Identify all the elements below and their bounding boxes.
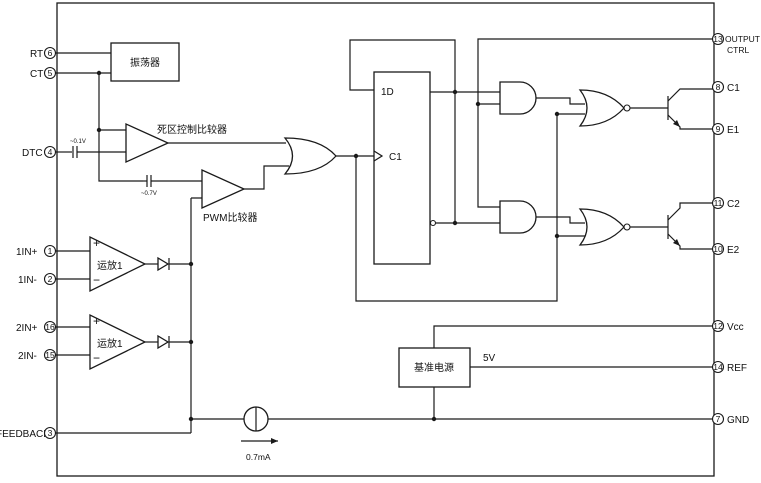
svg-text:+: +: [93, 314, 100, 328]
pin-number-ref: 14: [713, 362, 723, 372]
pin-number-e2: 10: [713, 244, 723, 254]
oscillator-label: 振荡器: [130, 56, 160, 69]
pin-number-vcc: 12: [713, 321, 723, 331]
wire-output-ctrl: [477, 38, 712, 208]
wire-pwm-input: [190, 197, 202, 433]
pin-number-2in-plus: 16: [45, 322, 55, 332]
pwm-offset-label: ~0.7V: [141, 191, 157, 197]
pin-vcc: 12 Vcc: [711, 319, 744, 333]
flip-flop: [373, 71, 431, 265]
nor-gate-2: [578, 208, 625, 246]
flip-flop-clk-label: C1: [389, 152, 402, 163]
pin-number-ct: 5: [48, 68, 53, 78]
pin-number-dtc: 4: [48, 147, 53, 157]
pin-rt: RT 6: [30, 46, 57, 60]
wire-flipflop-feedback: [349, 39, 456, 223]
pin-label-rt: RT: [30, 49, 43, 60]
pin-label-dtc: DTC: [22, 148, 43, 159]
pin-e1: 9 E1: [711, 122, 740, 136]
pin-label-c1: C1: [727, 83, 740, 94]
svg-text:−: −: [93, 351, 100, 365]
pin-label-2in-plus: 2IN+: [16, 323, 38, 334]
error-amp-1: [89, 235, 147, 293]
or-gate-comparators: [283, 137, 337, 175]
pin-c2: 11 C2: [711, 196, 740, 210]
error-amp-1-label: 运放1: [97, 259, 123, 272]
ref-voltage-label: 5V: [483, 353, 496, 364]
pin-number-feedback: 3: [48, 428, 53, 438]
flip-flop-d-label: 1D: [381, 87, 394, 98]
pin-1in-plus: 1IN+ 1: [16, 244, 57, 258]
pin-number-e1: 9: [716, 124, 721, 134]
error-amp-2: [89, 313, 147, 371]
dtc-offset-label: ~0.1V: [70, 139, 86, 145]
pin-ref: 14 REF: [711, 360, 747, 374]
pwm-comparator-label: PWM比较器: [203, 211, 257, 224]
pin-number-1in-plus: 1: [48, 246, 53, 256]
output-transistor-1: [662, 88, 713, 130]
pin-number-output-ctrl: 13: [713, 34, 723, 44]
current-source-label: 0.7mA: [246, 452, 271, 462]
pin-label-e2: E2: [727, 245, 740, 256]
pin-label-1in-plus: 1IN+: [16, 247, 38, 258]
pin-number-1in-minus: 2: [48, 274, 53, 284]
pin-number-gnd: 7: [716, 414, 721, 424]
and-gate-2: [499, 200, 537, 234]
pin-label-c2: C2: [727, 199, 740, 210]
output-transistor-2: [662, 202, 713, 250]
diode-1: [157, 256, 170, 272]
dead-time-comparator-label: 死区控制比较器: [157, 123, 227, 136]
pin-label-vcc: Vcc: [727, 322, 744, 333]
pin-c1: 8 C1: [711, 80, 740, 94]
pin-number-2in-minus: 15: [45, 350, 55, 360]
and-gate-1: [499, 81, 537, 115]
pin-label-e1: E1: [727, 125, 740, 136]
pin-e2: 10 E2: [711, 242, 740, 256]
oscillator-block: [110, 42, 180, 82]
pin-output-ctrl: 13 OUTPUT CTRL: [711, 32, 760, 55]
pin-number-c2: 11: [714, 198, 723, 208]
pin-label-1in-minus: 1IN-: [18, 275, 37, 286]
pin-label-gnd: GND: [727, 415, 749, 426]
ic-outline: [56, 2, 715, 477]
pin-gnd: 7 GND: [711, 412, 749, 426]
pin-label-output: OUTPUT: [725, 34, 760, 44]
svg-text:−: −: [93, 273, 100, 287]
pin-label-ct: CT: [30, 69, 43, 80]
pin-feedback: FEEDBACK 3: [0, 426, 57, 440]
pin-number-c1: 8: [716, 82, 721, 92]
error-amp-2-label: 运放1: [97, 337, 123, 350]
pin-label-2in-minus: 2IN-: [18, 351, 37, 362]
pin-label-ctrl: CTRL: [727, 45, 749, 55]
dead-time-comparator: [125, 122, 170, 164]
pin-label-ref: REF: [727, 363, 747, 374]
svg-text:+: +: [93, 236, 100, 250]
pin-label-feedback: FEEDBACK: [0, 429, 50, 440]
pin-number-rt: 6: [48, 48, 53, 58]
pin-2in-plus: 2IN+ 16: [16, 320, 57, 334]
pin-2in-minus: 2IN- 15: [18, 348, 57, 362]
diode-2: [157, 334, 170, 350]
reference-label: 基准电源: [414, 361, 454, 374]
pin-1in-minus: 1IN- 2: [18, 272, 57, 286]
pwm-comparator: [201, 168, 246, 210]
pin-ct: CT 5: [30, 66, 57, 80]
wire-ct-down: [98, 73, 143, 182]
pin-dtc: DTC 4: [22, 145, 57, 159]
nor-gate-1: [578, 89, 625, 127]
